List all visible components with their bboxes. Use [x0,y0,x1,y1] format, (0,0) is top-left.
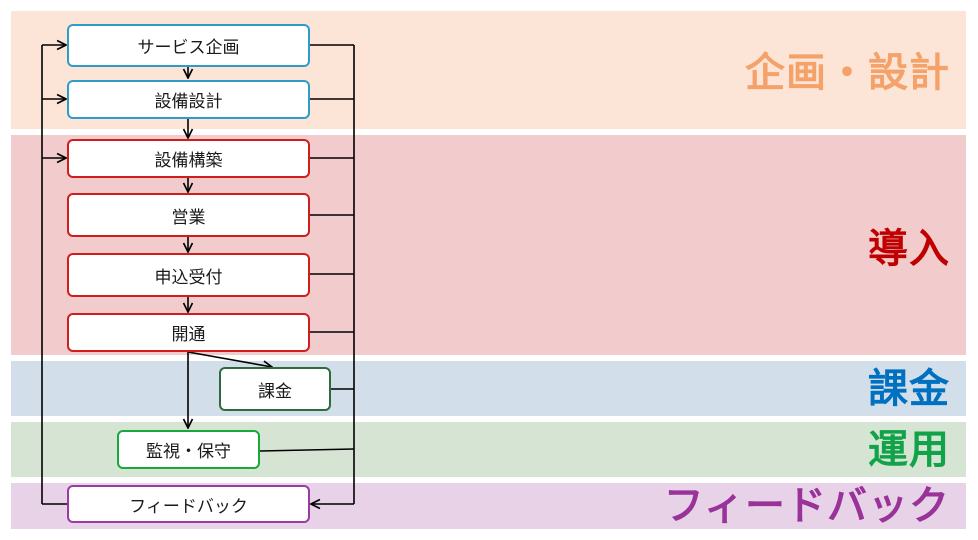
node-label-equipment-construction: 設備構築 [154,151,223,171]
node-billing[interactable]: 課金 [219,367,331,411]
line-monitoring-to-collector [259,448,355,452]
band-label-introduction: 導入 [868,226,950,272]
node-label-billing: 課金 [258,381,292,402]
node-monitoring-maintenance[interactable]: 監視・保守 [117,430,260,469]
node-label-sales: 営業 [171,207,206,228]
node-label-monitoring-maintenance: 監視・保守 [146,442,231,462]
node-label-feedback: フィードバック [129,496,248,517]
band-label-billing: 課金 [868,366,950,412]
node-equipment-design[interactable]: 設備設計 [67,80,310,119]
node-application-intake[interactable]: 申込受付 [67,253,310,297]
node-label-equipment-design: 設備設計 [154,92,223,112]
node-service-planning[interactable]: サービス企画 [67,24,310,67]
band-label-feedback: フィードバック [663,483,950,529]
band-billing: 課金 [11,361,966,416]
node-label-activation: 開通 [171,325,206,345]
band-label-operation: 運用 [868,427,950,473]
arrow-activation-to-billing [187,351,272,367]
node-feedback[interactable]: フィードバック [67,485,310,523]
band-label-planning: 企画・設計 [745,50,950,96]
node-sales[interactable]: 営業 [67,193,310,237]
node-label-application-intake: 申込受付 [154,267,223,288]
node-equipment-construction[interactable]: 設備構築 [67,139,310,178]
node-activation[interactable]: 開通 [67,313,310,352]
node-label-service-planning: サービス企画 [137,38,240,58]
